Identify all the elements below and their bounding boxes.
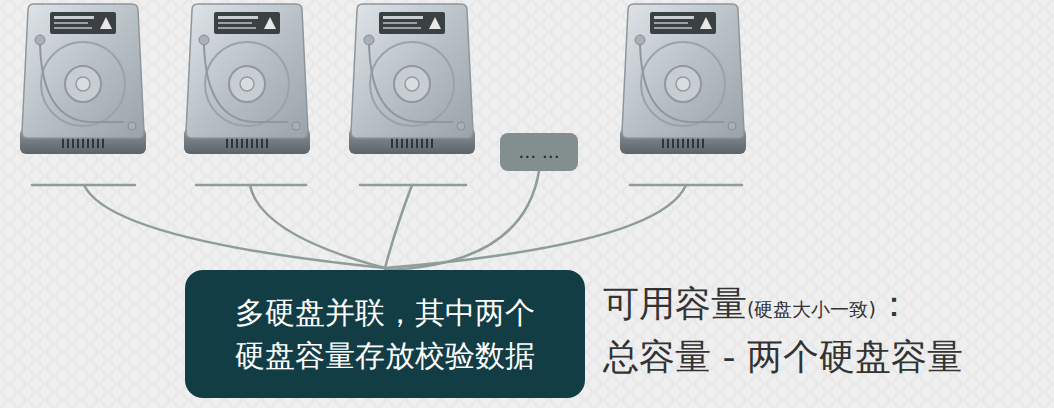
formula-heading: 可用容量(硬盘大小一致)： [603, 280, 912, 329]
node-text: … … [518, 141, 560, 163]
connector-line [385, 171, 539, 270]
note-text: (硬盘大小一致) [747, 298, 876, 320]
node-text: 多硬盘并联，其中两个 硬盘容量存放校验数据 [233, 291, 538, 378]
formula-text: 总容量 - 两个硬盘容量 [603, 333, 963, 382]
parity-box: 多硬盘并联，其中两个 硬盘容量存放校验数据 [185, 270, 585, 398]
formula-text: 可用容量 [603, 283, 747, 324]
more-disks-box: … … [500, 133, 578, 171]
formula-text: ： [876, 283, 912, 324]
